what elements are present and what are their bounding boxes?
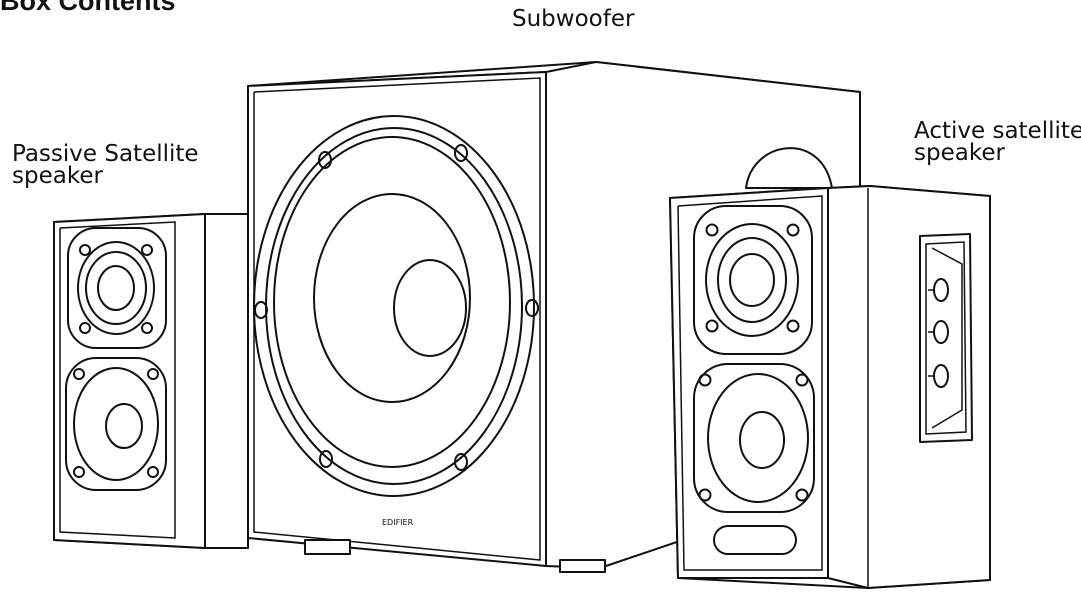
active-front — [669, 187, 829, 579]
screw-icon — [79, 244, 91, 256]
active-front-inner — [677, 195, 823, 571]
active-tweeter-ring — [705, 223, 799, 337]
passive-label-line1: Passive Satellite — [12, 141, 199, 167]
control-panel-inner — [925, 241, 967, 435]
passive-tweeter-ring — [77, 241, 155, 335]
screw-icon — [698, 488, 712, 502]
sub-cone — [313, 193, 471, 403]
active-tweeter-dome — [729, 253, 775, 307]
subwoofer-front-inner-edge — [253, 77, 541, 561]
active-front-port — [713, 525, 797, 555]
screw-icon — [73, 368, 85, 380]
passive-satellite-speaker — [53, 213, 249, 549]
screw-icon — [147, 368, 159, 380]
brand-logo: EDIFIER — [382, 518, 414, 527]
screw-icon — [705, 223, 719, 237]
screw-icon — [454, 144, 468, 162]
sub-ring-3 — [273, 136, 511, 468]
subwoofer-foot-left — [304, 539, 351, 555]
active-woofer-ring — [707, 373, 809, 503]
subwoofer-label: Subwoofer — [512, 6, 635, 32]
passive-front-inner — [59, 221, 176, 539]
control-panel-recess — [931, 247, 963, 429]
screw-icon — [454, 453, 468, 471]
screw-icon — [705, 319, 719, 333]
active-woofer-cap — [739, 411, 785, 469]
screw-icon — [795, 373, 809, 387]
subwoofer-port-dome — [745, 147, 833, 189]
page-title: Box Contents — [0, 0, 176, 16]
screw-icon — [79, 322, 91, 334]
active-woofer-plate — [693, 363, 815, 513]
screw-icon — [786, 223, 800, 237]
passive-satellite-label: Passive Satellite speaker — [12, 141, 199, 189]
passive-woofer-plate — [65, 357, 167, 491]
screw-icon — [698, 373, 712, 387]
active-tweeter-plate — [693, 205, 813, 355]
passive-woofer-cap — [105, 403, 143, 449]
control-panel — [919, 233, 973, 443]
passive-woofer-ring — [73, 367, 159, 481]
passive-side-panel — [204, 213, 249, 549]
subwoofer-driver — [253, 115, 535, 497]
active-satellite-speaker — [669, 185, 991, 589]
active-satellite-label: Active satellite speaker — [914, 118, 1081, 166]
screw-icon — [73, 466, 85, 478]
subwoofer-screws — [254, 144, 539, 471]
screw-icon — [318, 151, 332, 169]
screw-icon — [141, 244, 153, 256]
knob-stems — [928, 289, 934, 377]
passive-front — [53, 213, 206, 549]
screw-icon — [786, 319, 800, 333]
sub-dust-cap — [393, 259, 467, 357]
passive-label-line2: speaker — [12, 163, 103, 189]
passive-tweeter-dome — [97, 265, 135, 311]
sub-outer-ring — [253, 115, 535, 497]
screw-icon — [525, 299, 539, 317]
screw-icon — [319, 450, 333, 468]
active-tweeter-ring-inner — [717, 237, 787, 323]
screw-icon — [147, 466, 159, 478]
passive-tweeter-ring-inner — [85, 251, 147, 325]
active-label-line1: Active satellite — [914, 118, 1081, 144]
subwoofer-front — [247, 71, 547, 567]
screw-icon — [795, 488, 809, 502]
subwoofer-foot-right — [559, 559, 606, 573]
active-label-line2: speaker — [914, 140, 1005, 166]
subwoofer-label-text: Subwoofer — [512, 6, 635, 32]
screw-icon — [254, 301, 268, 319]
screw-icon — [141, 322, 153, 334]
passive-tweeter-plate — [67, 227, 167, 349]
